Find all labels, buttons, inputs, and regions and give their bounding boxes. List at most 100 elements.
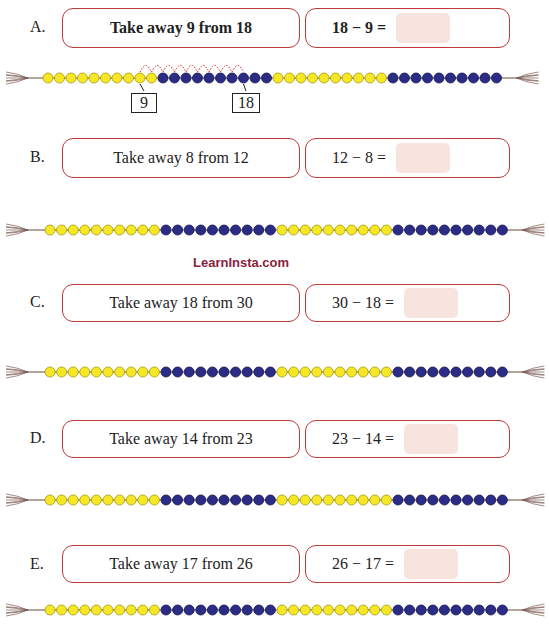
tassel	[522, 230, 544, 236]
bead	[497, 605, 507, 615]
tassel	[6, 604, 28, 610]
tassel	[6, 497, 28, 500]
bead	[335, 367, 345, 377]
bead	[319, 73, 329, 83]
bead	[57, 367, 67, 377]
question-box: Take away 14 from 23	[62, 420, 300, 458]
tassel	[522, 494, 544, 500]
bead	[393, 605, 403, 615]
bead	[289, 605, 299, 615]
bead	[196, 605, 206, 615]
bead	[135, 73, 145, 83]
box-text: Take away 14 from 23	[109, 430, 253, 448]
bead	[300, 225, 310, 235]
bead	[312, 367, 322, 377]
bead	[55, 73, 65, 83]
question-box: Take away 17 from 26	[62, 545, 300, 583]
tassel	[522, 500, 544, 506]
bead	[451, 495, 461, 505]
tassel	[6, 75, 28, 78]
tassel	[522, 369, 544, 372]
bead	[196, 367, 206, 377]
bead	[231, 605, 241, 615]
tassel	[6, 494, 28, 500]
bead	[158, 73, 168, 83]
leader-line	[244, 84, 247, 91]
bead	[161, 495, 171, 505]
bead	[161, 367, 171, 377]
bead	[451, 225, 461, 235]
bead	[103, 225, 113, 235]
bead	[207, 367, 217, 377]
tassel	[6, 372, 28, 378]
bead	[57, 605, 67, 615]
bead	[45, 367, 55, 377]
bead	[381, 225, 391, 235]
bead	[393, 225, 403, 235]
bead	[115, 367, 125, 377]
bead	[173, 225, 183, 235]
bead	[231, 495, 241, 505]
bead	[411, 73, 421, 83]
callout-number: 18	[232, 93, 260, 113]
bead	[91, 367, 101, 377]
bead	[80, 495, 90, 505]
bead	[416, 495, 426, 505]
bead	[463, 367, 473, 377]
bead	[91, 495, 101, 505]
bead	[138, 367, 148, 377]
box-text: 30 − 18 =	[332, 294, 394, 312]
bead	[250, 73, 260, 83]
answer-blank	[396, 143, 450, 173]
bead	[219, 495, 229, 505]
bead	[486, 225, 496, 235]
tassel	[6, 366, 28, 372]
tassel	[6, 369, 28, 372]
bead	[486, 605, 496, 615]
bead	[381, 605, 391, 615]
bead	[405, 367, 415, 377]
answer-blank	[404, 549, 458, 579]
bead	[254, 367, 264, 377]
bead	[370, 367, 380, 377]
box-text: Take away 8 from 12	[113, 149, 249, 167]
tassel	[6, 224, 28, 230]
bead	[463, 225, 473, 235]
bead	[112, 73, 122, 83]
bead	[312, 225, 322, 235]
hop-arc	[232, 65, 244, 72]
bead	[277, 225, 287, 235]
bead	[463, 495, 473, 505]
bead	[469, 73, 479, 83]
bead	[347, 367, 357, 377]
bead	[170, 73, 180, 83]
bead	[126, 495, 136, 505]
bead	[219, 225, 229, 235]
bead	[231, 367, 241, 377]
bead	[381, 495, 391, 505]
bead	[161, 605, 171, 615]
tassel	[6, 72, 28, 78]
bead	[474, 225, 484, 235]
bead	[300, 495, 310, 505]
bead	[370, 225, 380, 235]
bead	[204, 73, 214, 83]
bead	[68, 605, 78, 615]
answer-blank	[396, 13, 450, 43]
bead	[273, 73, 283, 83]
bead	[405, 495, 415, 505]
bead	[451, 367, 461, 377]
tassel	[522, 366, 544, 372]
tassel	[522, 497, 544, 500]
bead	[57, 225, 67, 235]
bead	[416, 367, 426, 377]
bead-string	[6, 224, 544, 236]
bead	[289, 495, 299, 505]
bead	[101, 73, 111, 83]
bead	[184, 225, 194, 235]
bead	[358, 225, 368, 235]
hop-arc	[163, 65, 175, 72]
bead	[138, 605, 148, 615]
bead	[196, 495, 206, 505]
bead	[428, 367, 438, 377]
